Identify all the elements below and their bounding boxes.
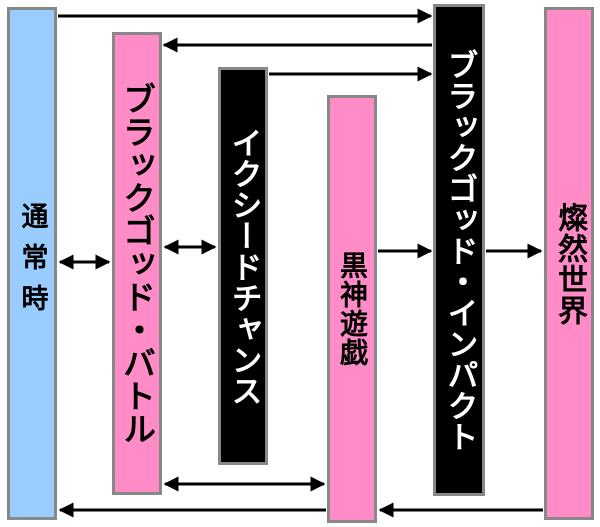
state-exceed-chance-label: イクシードチャンス: [225, 126, 262, 406]
state-sanzen-sekai-label: 燦然世界: [552, 201, 587, 326]
state-normal-label: 通常時: [16, 202, 48, 325]
state-exceed-chance: イクシードチャンス: [218, 67, 268, 465]
state-normal: 通常時: [7, 7, 57, 520]
state-kokushin-yugi: 黒神遊戯: [327, 95, 377, 523]
state-sanzen-sekai: 燦然世界: [544, 7, 594, 520]
state-kokushin-yugi-label: 黒神遊戯: [336, 251, 369, 367]
state-black-god-impact: ブラックゴッド・インパクト: [433, 4, 485, 496]
state-black-god-impact-label: ブラックゴッド・インパクト: [441, 48, 478, 452]
state-black-god-battle: ブラックゴッド・バトル: [112, 32, 162, 495]
state-black-god-battle-label: ブラックゴッド・バトル: [117, 82, 157, 445]
